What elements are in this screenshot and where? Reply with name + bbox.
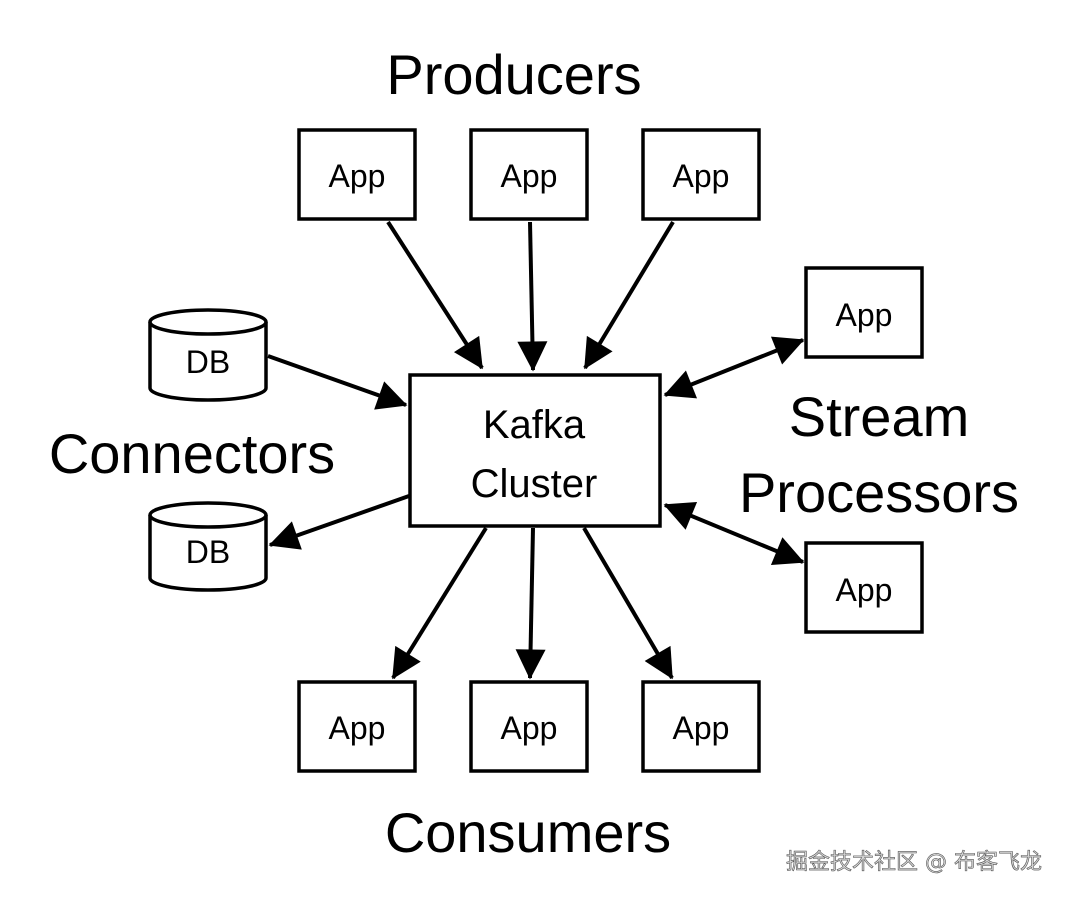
edge-producer-3 — [583, 220, 675, 370]
stream-processors-label-line2: Processors — [739, 461, 1019, 524]
producer-app-node: App — [297, 128, 417, 221]
database-node: DB — [148, 308, 268, 402]
connectors-label: Connectors — [49, 422, 335, 485]
database-label: DB — [186, 344, 230, 380]
kafka-cluster-node: Kafka Cluster — [408, 373, 662, 528]
producers-label: Producers — [386, 43, 641, 106]
stream-processor-app-node: App — [804, 541, 924, 634]
consumer-app-label: App — [501, 710, 558, 746]
kafka-cluster-line1: Kafka — [483, 403, 586, 447]
consumer-app-node: App — [297, 680, 417, 773]
producer-app-label: App — [501, 158, 558, 194]
edge-producer-2 — [517, 221, 548, 372]
consumer-app-node: App — [469, 680, 589, 773]
edge-stream-app-1 — [663, 336, 805, 399]
consumer-app-label: App — [329, 710, 386, 746]
stream-processor-app-label: App — [836, 297, 893, 333]
stream-processors-label-line1: Stream — [789, 385, 970, 448]
database-icon — [148, 322, 268, 402]
producer-app-node: App — [641, 128, 761, 221]
stream-processor-app-node: App — [804, 266, 924, 359]
database-icon — [148, 515, 268, 592]
producer-app-label: App — [329, 158, 386, 194]
edge-producer-1 — [386, 220, 484, 370]
database-label: DB — [186, 534, 230, 570]
edge-consumer-3 — [582, 526, 674, 680]
watermark: 掘金技术社区 @ 布客飞龙 — [786, 850, 1042, 875]
consumer-app-label: App — [673, 710, 730, 746]
stream-processor-app-label: App — [836, 572, 893, 608]
consumers-label: Consumers — [385, 801, 671, 864]
edge-stream-app-2 — [663, 502, 805, 565]
database-node: DB — [148, 501, 268, 592]
edges — [267, 220, 805, 680]
edge-db-2 — [268, 494, 410, 550]
edge-consumer-1 — [391, 526, 488, 680]
edge-consumer-2 — [515, 527, 546, 680]
producer-app-label: App — [673, 158, 730, 194]
edge-db-1 — [267, 354, 408, 410]
consumer-app-node: App — [641, 680, 761, 773]
kafka-cluster-line2: Cluster — [471, 462, 598, 506]
producer-app-node: App — [469, 128, 589, 221]
